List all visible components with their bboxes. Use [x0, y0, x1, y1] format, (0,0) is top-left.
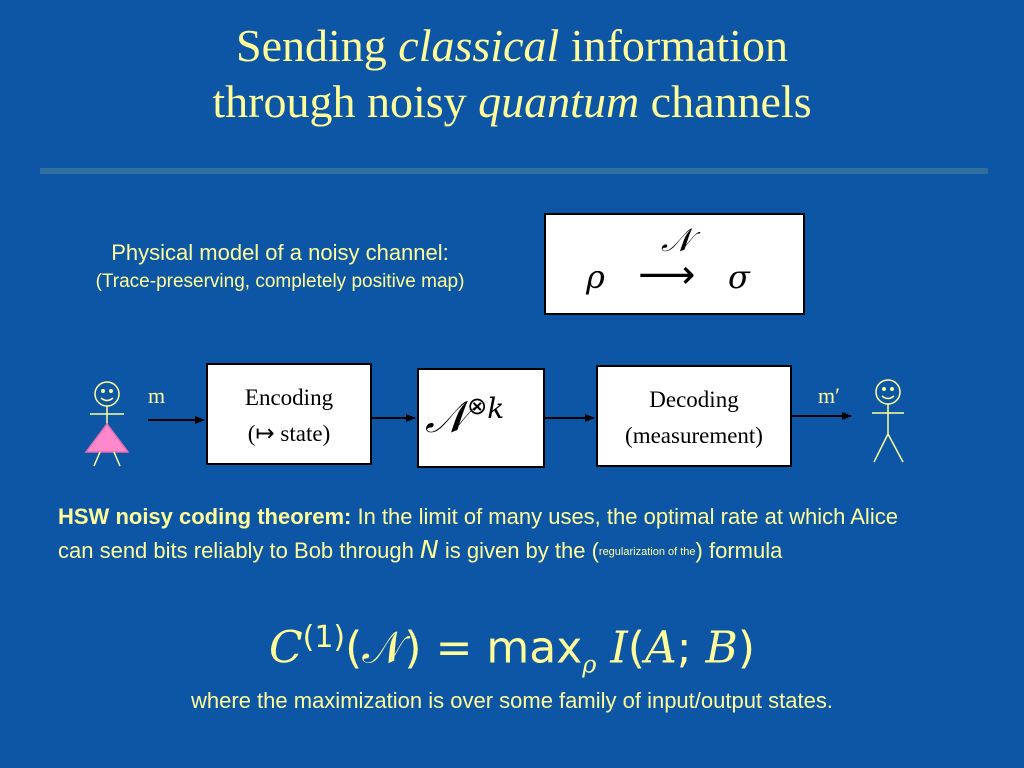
theorem-channel-symbol: N: [420, 535, 439, 564]
channel-tensor-power: 𝒩⊗k: [425, 392, 504, 443]
channel-power-symbol: 𝒩: [425, 392, 468, 443]
channel-tensor-power-box: 𝒩⊗k: [417, 368, 545, 468]
map-arrow: ⟶: [638, 252, 696, 298]
formula-A: A: [644, 622, 677, 674]
alice-stick-figure-icon: [84, 381, 130, 467]
message-m-prime-label: m′: [818, 383, 840, 408]
theorem-body: ) formula: [695, 538, 783, 563]
channel-model-line-1: Physical model of a noisy channel:: [111, 240, 449, 265]
title-emphasis-quantum: quantum: [478, 76, 640, 127]
tensor-symbol: ⊗: [467, 392, 488, 420]
formula-semicolon: ;: [676, 622, 706, 674]
title-text: information: [559, 20, 788, 71]
sigma-symbol: σ: [728, 258, 750, 296]
encoding-label: Encoding: [244, 385, 334, 410]
capacity-formula: C(1)(𝒩) = maxρ I(A; B): [0, 606, 1024, 696]
formula-equals-max: = max: [421, 622, 583, 674]
title-text: channels: [639, 76, 812, 127]
decoding-label: Decoding: [649, 387, 739, 412]
title-divider: [40, 168, 988, 174]
title-line-1: Sending classical information: [0, 18, 1024, 74]
title-text: through noisy: [212, 76, 479, 127]
channel-symbol: 𝒩: [661, 221, 692, 259]
formula-superscript: (1): [302, 620, 346, 655]
formula-argument: (𝒩): [345, 622, 422, 674]
title-text: Sending: [236, 20, 399, 71]
title-line-2: through noisy quantum channels: [0, 74, 1024, 130]
channel-model-line-2: (Trace-preserving, completely positive m…: [95, 271, 465, 292]
formula-C: C: [268, 622, 303, 674]
decoding-sublabel: (measurement): [625, 423, 763, 448]
formula-paren: (: [627, 622, 645, 674]
power-k-symbol: k: [487, 392, 505, 425]
theorem-body: In the limit of many uses, the optimal r…: [58, 504, 898, 563]
channel-map-box: 𝒩 ρ ⟶ σ: [544, 213, 805, 315]
formula-B: B: [705, 622, 738, 674]
maximization-note: where the maximization is over some fami…: [191, 688, 833, 713]
bob-stick-figure-icon: [872, 379, 904, 463]
formula-paren: ): [737, 622, 756, 674]
rho-symbol: ρ: [586, 258, 605, 296]
decoding-box: Decoding (measurement): [596, 365, 792, 467]
theorem-body: is given by the (: [438, 538, 599, 563]
message-m-label: m: [148, 383, 166, 408]
title-emphasis-classical: classical: [398, 20, 560, 71]
theorem-small-note: regularization of the: [598, 546, 696, 558]
slide-title: Sending classical information through no…: [0, 18, 1024, 130]
theorem-heading: HSW noisy coding theorem:: [58, 504, 352, 529]
channel-model-caption: Physical model of a noisy channel: (Trac…: [20, 238, 540, 296]
encoding-box: Encoding (↦ state): [206, 363, 372, 465]
hsw-theorem-text: HSW noisy coding theorem: In the limit o…: [58, 500, 938, 569]
formula-I: I: [596, 622, 628, 674]
encoding-sublabel: (↦ state): [247, 421, 331, 446]
formula-subscript-rho: ρ: [582, 650, 597, 679]
